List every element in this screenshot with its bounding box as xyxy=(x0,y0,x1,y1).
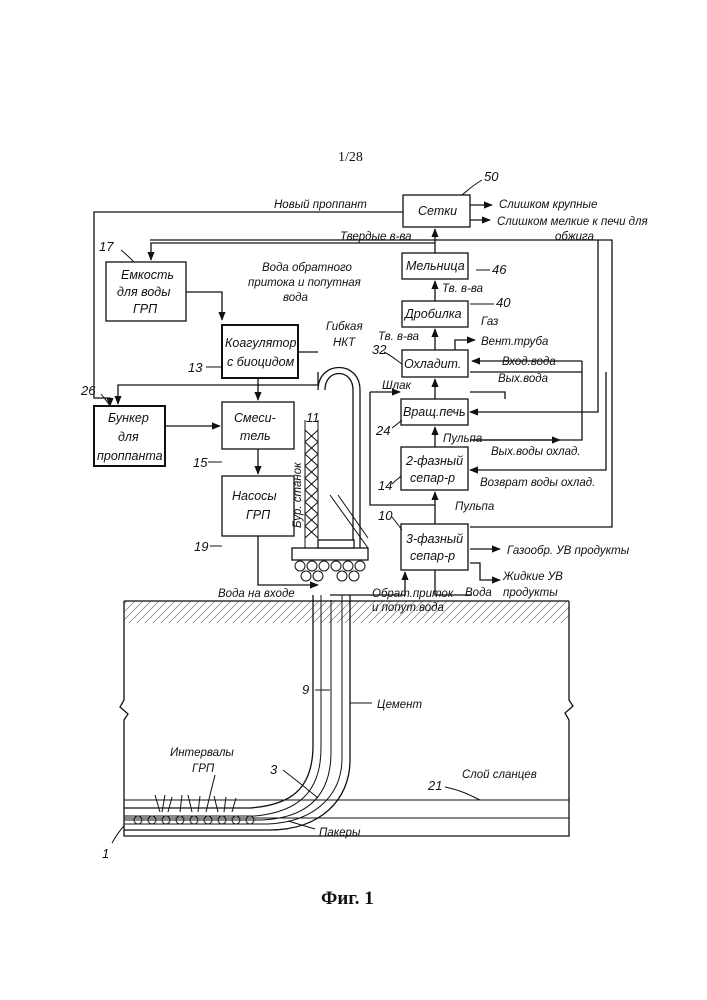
label-flowback-1: Вода обратного xyxy=(262,262,353,274)
label-cool-out: Вых.воды охлад. xyxy=(491,446,581,458)
tank-label-2: для воды xyxy=(117,285,170,299)
label-coiled-2: НКТ xyxy=(333,337,356,349)
cooler-label: Охладит. xyxy=(404,357,461,371)
kiln-label: Вращ.печь xyxy=(403,405,466,419)
label-gas-products: Газообр. УВ продукты xyxy=(507,545,630,557)
frac-intervals xyxy=(155,795,236,812)
label-solids-1: Тв. в-ва xyxy=(442,283,483,295)
label-new-proppant: Новый проппант xyxy=(274,199,367,211)
ref-10: 10 xyxy=(378,508,393,523)
label-water-in: Вход.вода xyxy=(502,356,556,368)
ref-11: 11 xyxy=(306,410,320,425)
two-phase-separator-box: 2-фазный сепар-р xyxy=(401,447,468,490)
bunker-label-2: для xyxy=(118,430,139,444)
label-too-fine-2: обжига xyxy=(555,231,594,243)
label-frac-2: ГРП xyxy=(192,763,215,775)
page-number: 1/28 xyxy=(338,150,363,165)
label-packers: Пакеры xyxy=(319,827,361,839)
label-shale: Слой сланцев xyxy=(462,769,537,781)
three-phase-separator-box: 3-фазный сепар-р xyxy=(401,524,468,570)
bunker-label-3: проппанта xyxy=(97,449,163,463)
frac-pumps-box: Насосы ГРП xyxy=(222,476,294,536)
wellbore xyxy=(124,595,350,830)
crusher-label: Дробилка xyxy=(403,307,462,321)
label-gas: Газ xyxy=(481,316,499,328)
mill-box: Мельница xyxy=(402,253,468,279)
cooler-box: Охладит. xyxy=(402,350,468,377)
label-water-inlet: Вода на входе xyxy=(218,588,295,600)
coagulator-box: Коагулятор с биоцидом xyxy=(222,325,298,378)
label-liquid-1: Жидкие УВ xyxy=(502,571,563,583)
label-too-coarse: Слишком крупные xyxy=(499,199,597,211)
ref-50: 50 xyxy=(484,169,499,184)
mixer-label-2: тель xyxy=(240,429,271,443)
bunker-label-1: Бункер xyxy=(108,411,149,425)
ref-14: 14 xyxy=(378,478,392,493)
label-water-out: Вых.вода xyxy=(498,373,548,385)
tank-label-1: Емкость xyxy=(121,268,174,282)
ref-26: 26 xyxy=(80,383,96,398)
label-flowback-in-1: Обрат.приток xyxy=(372,588,454,600)
pumps-label-1: Насосы xyxy=(232,489,277,503)
ref-13: 13 xyxy=(188,360,203,375)
label-pulp-1: Пульпа xyxy=(443,433,482,445)
label-flowback-2: притока и попутная xyxy=(248,277,361,289)
ground-section xyxy=(120,601,573,836)
kiln-box: Вращ.печь xyxy=(401,399,468,425)
label-flowback-in-2: и попут.вода xyxy=(372,602,444,614)
frac-water-tank-box: Емкость для воды ГРП xyxy=(106,262,186,321)
label-too-fine-1: Слишком мелкие к печи для xyxy=(497,216,648,228)
label-flowback-3: вода xyxy=(283,292,308,304)
label-pulp-2: Пульпа xyxy=(455,501,494,513)
label-frac-1: Интервалы xyxy=(170,747,234,759)
sep2-label-1: 2-фазный xyxy=(405,454,463,468)
sep3-label-1: 3-фазный xyxy=(406,532,463,546)
coag-label-1: Коагулятор xyxy=(225,336,296,350)
label-water: Вода xyxy=(465,587,492,599)
label-liquid-2: продукты xyxy=(503,587,558,599)
ref-1: 1 xyxy=(102,846,109,861)
ref-3: 3 xyxy=(270,762,278,777)
ref-24: 24 xyxy=(375,423,390,438)
label-solids-2: Тв. в-ва xyxy=(378,331,419,343)
mixer-label-1: Смеси- xyxy=(234,411,276,425)
pumps-label-2: ГРП xyxy=(246,508,271,522)
ref-40: 40 xyxy=(496,295,511,310)
sep3-label-2: сепар-р xyxy=(410,549,455,563)
ref-19: 19 xyxy=(194,539,208,554)
sep2-label-2: сепар-р xyxy=(410,471,455,485)
label-cool-return: Возврат воды охлад. xyxy=(480,477,595,489)
ref-21: 21 xyxy=(427,778,442,793)
ref-17: 17 xyxy=(99,239,114,254)
figure-caption: Фиг. 1 xyxy=(321,888,374,909)
label-rig: Бур. станок xyxy=(292,462,304,528)
label-solids: Твердые в-ва xyxy=(340,231,412,243)
screens-box: Сетки xyxy=(403,195,470,227)
label-coiled-1: Гибкая xyxy=(326,321,363,333)
ref-32: 32 xyxy=(372,342,387,357)
label-vent: Вент.труба xyxy=(481,336,548,348)
ref-9: 9 xyxy=(302,682,309,697)
screens-label: Сетки xyxy=(418,204,457,218)
mill-label: Мельница xyxy=(406,259,465,273)
label-cement: Цемент xyxy=(377,699,422,711)
mixer-box: Смеси- тель xyxy=(222,402,294,449)
ref-46: 46 xyxy=(492,262,507,277)
label-slag: Шлак xyxy=(382,380,411,392)
coag-label-2: с биоцидом xyxy=(227,355,295,369)
proppant-bunker-box: Бункер для проппанта xyxy=(94,406,165,466)
ref-15: 15 xyxy=(193,455,208,470)
crusher-box: Дробилка xyxy=(402,301,468,327)
tank-label-3: ГРП xyxy=(133,302,158,316)
